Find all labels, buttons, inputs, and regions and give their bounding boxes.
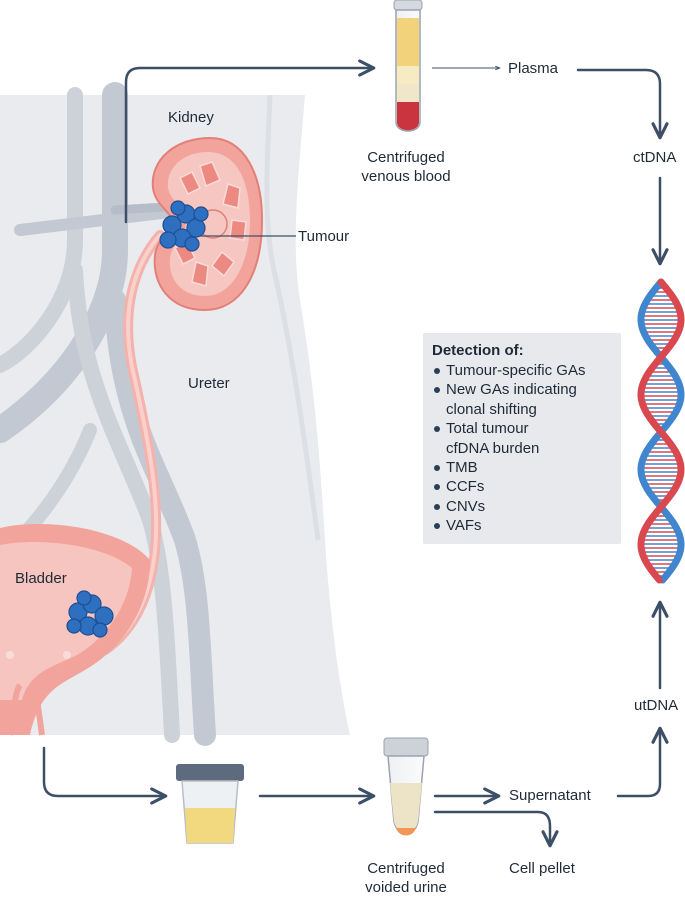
bladder-label: Bladder bbox=[15, 570, 67, 587]
arrow-to-blood-tube bbox=[124, 59, 376, 224]
dna-helix bbox=[637, 278, 685, 584]
centrifuged-urine-label: Centrifuged voided urine bbox=[365, 860, 447, 896]
cell-pellet-label: Cell pellet bbox=[509, 860, 575, 877]
utdna-label: utDNA bbox=[634, 697, 679, 714]
arrow-tube-to-pellet bbox=[433, 810, 559, 848]
kidney bbox=[151, 136, 264, 312]
urine-cup bbox=[176, 764, 244, 844]
centrifuged-blood-label: Centrifuged venous blood bbox=[361, 149, 451, 185]
supernatant-label: Supernatant bbox=[509, 787, 591, 804]
kidney-label: Kidney bbox=[168, 109, 214, 126]
blood-tube bbox=[393, 0, 423, 132]
tumour-label: Tumour bbox=[298, 228, 350, 245]
flow-arrows bbox=[42, 59, 669, 848]
detection-item: CCFs bbox=[432, 477, 621, 496]
detection-item: CNVs bbox=[432, 497, 621, 516]
detection-title: Detection of: bbox=[432, 342, 524, 359]
arrow-plasma-to-ctdna bbox=[576, 68, 669, 140]
bladder-tumour bbox=[66, 590, 114, 638]
arrow-body-to-cup bbox=[42, 746, 168, 805]
detection-item: Tumour-specific GAs bbox=[432, 361, 621, 380]
urine-tube bbox=[383, 737, 429, 836]
kidney-tumour bbox=[159, 200, 209, 252]
arrow-supernatant-to-utdna bbox=[616, 726, 669, 798]
blood-vessels bbox=[0, 82, 216, 746]
ctdna-label: ctDNA bbox=[633, 149, 677, 166]
detection-panel: Detection of: Tumour-specific GAs New GA… bbox=[423, 333, 621, 544]
detection-item: VAFs bbox=[432, 516, 621, 535]
ureter-label: Ureter bbox=[188, 375, 230, 392]
dna-strand-red bbox=[637, 278, 685, 584]
plasma-label: Plasma bbox=[508, 60, 559, 77]
detection-item: TMB bbox=[432, 458, 621, 477]
